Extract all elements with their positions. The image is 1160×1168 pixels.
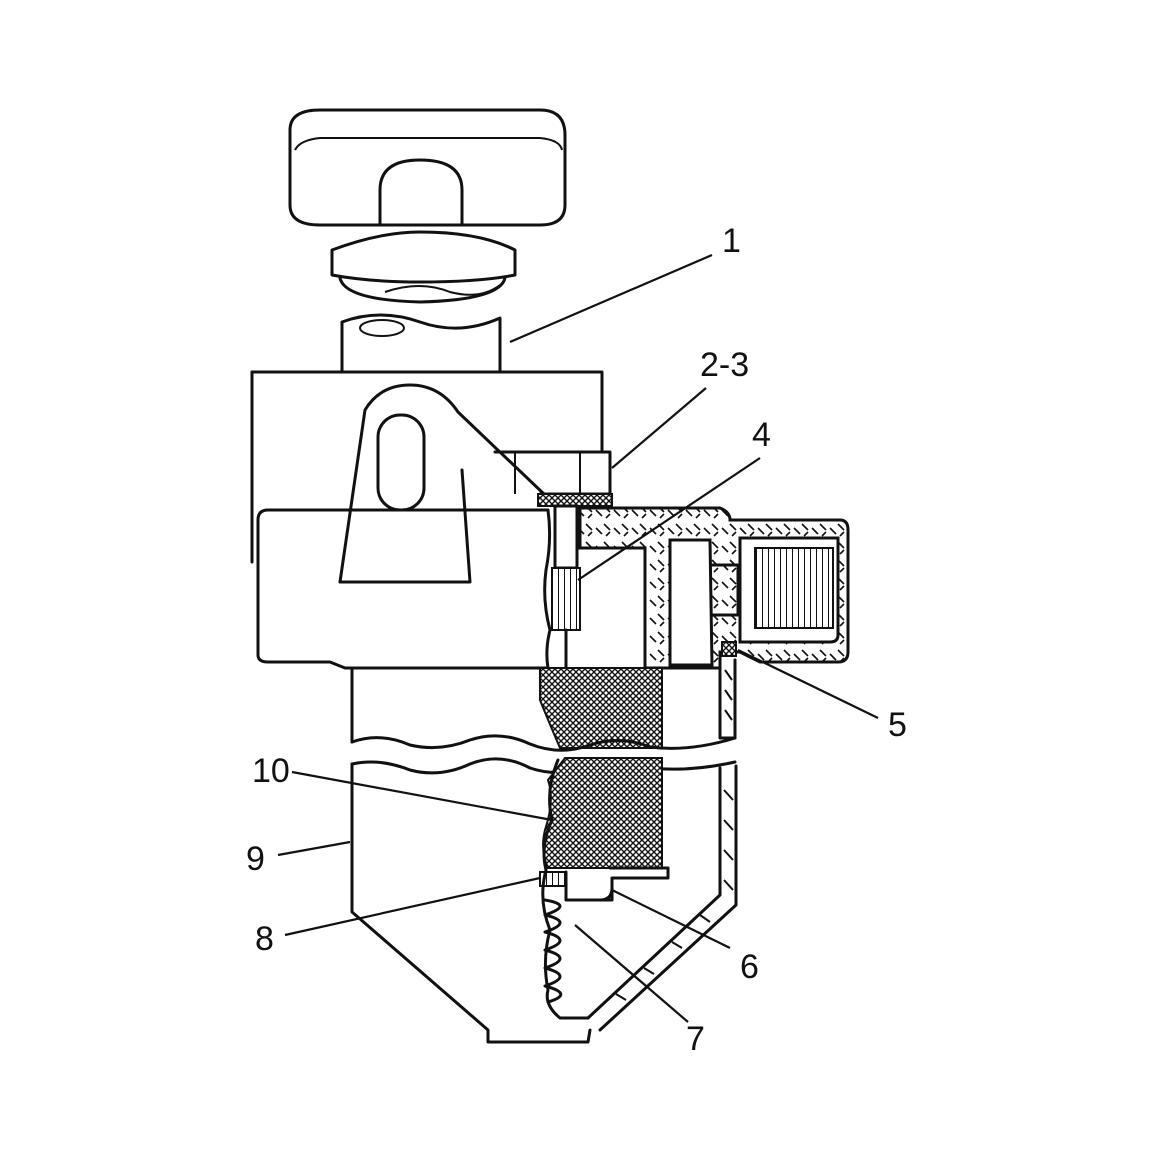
leader-7 (574, 924, 689, 1023)
leader-4 (577, 457, 761, 581)
outlet-fitting-section (578, 506, 850, 670)
filter-head-housing (250, 370, 604, 670)
collar (330, 230, 517, 304)
center-bolt (551, 504, 581, 670)
callout-label-8: 8 (255, 920, 274, 958)
t-handle-knob (288, 108, 567, 227)
callout-labels: 1 2-3 4 5 6 7 8 9 10 (246, 222, 907, 1058)
callout-label-5: 5 (888, 706, 907, 744)
break-line-bottom (350, 757, 737, 775)
leader-8 (284, 876, 541, 937)
filter-element-upper (539, 667, 663, 749)
section-break-edge-lower (541, 758, 590, 1020)
leader-10 (291, 770, 553, 822)
callout-label-9: 9 (246, 840, 265, 878)
spindle-rod (340, 313, 502, 374)
callout-label-4: 4 (752, 416, 771, 454)
filter-bowl (350, 762, 738, 1044)
callout-label-2-3: 2-3 (700, 346, 749, 384)
nut-and-washer (493, 450, 613, 507)
bowl-upper-shell (350, 658, 737, 744)
section-break-edge-upper (543, 508, 552, 670)
leader-9 (277, 840, 351, 857)
callout-label-6: 6 (740, 948, 759, 986)
break-line-top (350, 734, 737, 752)
drain-spring (539, 870, 614, 1004)
leader-5 (737, 649, 879, 719)
leader-2-3 (611, 387, 707, 469)
leader-6 (611, 889, 731, 949)
callout-label-10: 10 (252, 752, 290, 790)
leader-1 (509, 253, 713, 344)
callout-label-7: 7 (686, 1020, 705, 1058)
leader-lines (277, 253, 879, 1023)
callout-label-1: 1 (722, 222, 741, 260)
